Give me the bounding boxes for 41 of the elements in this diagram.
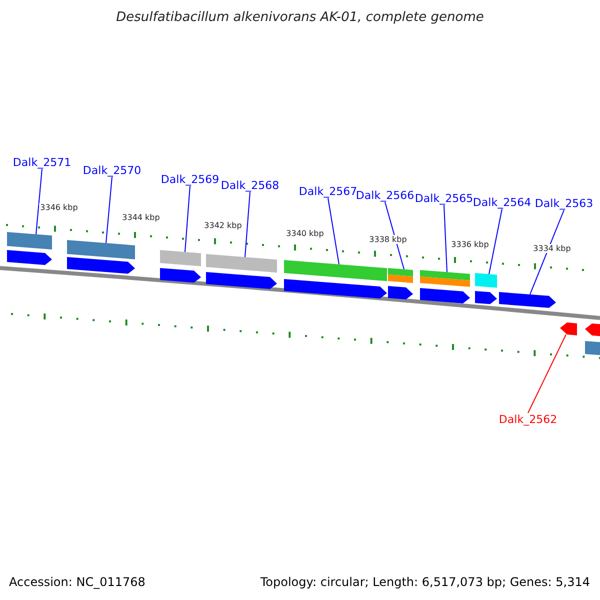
leader-line: [530, 210, 564, 295]
scale-label: 3334 kbp: [532, 244, 572, 253]
scale-label: 3342 kbp: [203, 221, 243, 230]
gene-label: Dalk_2562: [498, 413, 558, 426]
leader-line: [488, 208, 502, 275]
accession-text: Accession: NC_011768: [9, 575, 146, 589]
gene-drawing: [499, 292, 556, 308]
gene-label: Dalk_2564: [472, 196, 532, 209]
gene-drawing: [560, 322, 577, 336]
gene-label: Dalk_2563: [534, 197, 594, 210]
leader-line: [36, 168, 42, 235]
leader-line: [106, 176, 112, 244]
gene-label: Dalk_2569: [160, 173, 220, 186]
gene-drawing: [7, 232, 52, 265]
gene-drawing: [284, 260, 387, 299]
gene-label: Dalk_2568: [220, 179, 280, 192]
genome-info-text: Topology: circular; Length: 6,517,073 bp; Genes: 5,314: [260, 575, 590, 589]
gene-label: Dalk_2565: [414, 192, 474, 205]
leader-line: [184, 186, 190, 252]
leader-line: [328, 198, 340, 265]
gene-label: Dalk_2567: [298, 185, 358, 198]
gene-drawing: [160, 250, 201, 283]
gene-drawing: [475, 273, 497, 304]
scale-label: 3344 kbp: [121, 213, 161, 222]
gene-label: Dalk_2566: [356, 189, 414, 202]
scale-label: 3346 kbp: [39, 203, 79, 212]
gene-drawing: [67, 240, 135, 274]
scale-label: 3340 kbp: [285, 229, 325, 238]
scale-label: 3336 kbp: [450, 240, 490, 249]
title: Desulfatibacillum alkenivorans AK-01, complete genome: [116, 10, 484, 25]
gene-drawing: [585, 324, 600, 356]
leader-line: [444, 204, 448, 273]
gene-drawing: [388, 268, 413, 300]
leader-line: [244, 192, 250, 258]
gene-drawing: [420, 270, 470, 304]
gene-label: Dalk_2570: [82, 164, 142, 177]
leader-line: [528, 334, 566, 414]
gene-drawing: [206, 254, 277, 290]
leader-line: [384, 202, 404, 270]
gene-label: Dalk_2571: [12, 156, 72, 169]
scale-label: 3338 kbp: [368, 235, 408, 244]
